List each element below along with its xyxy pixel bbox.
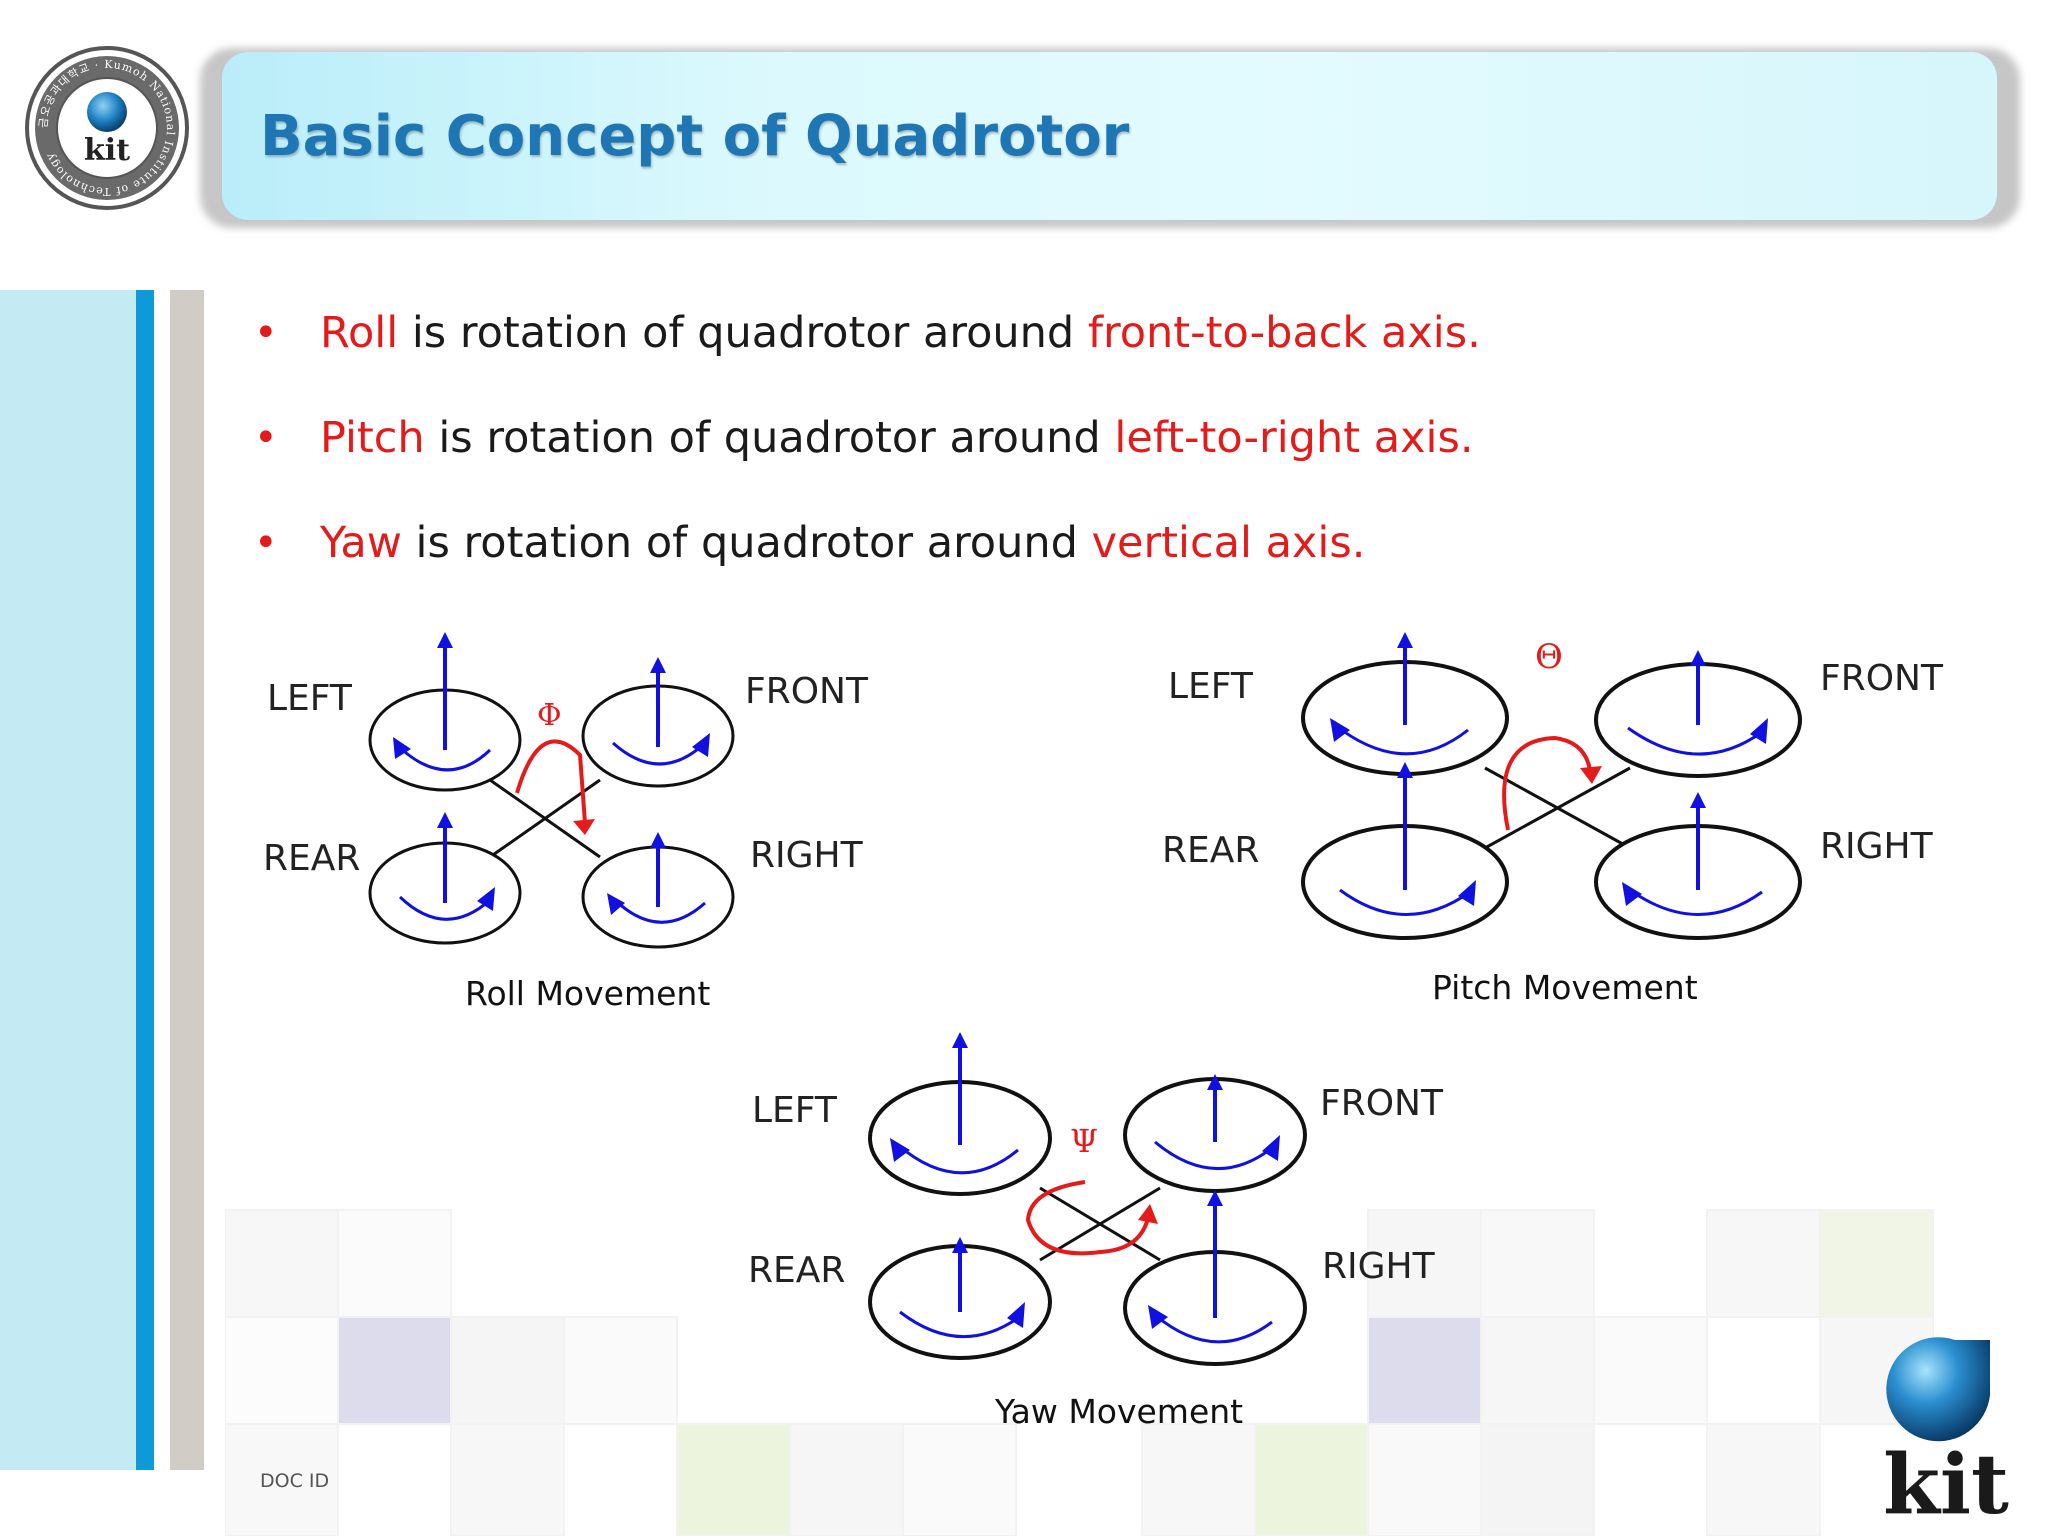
sidebar-light-stripe — [0, 290, 136, 1470]
roll-arrow — [515, 739, 587, 824]
rotor-rear — [868, 1237, 1052, 1360]
term-pitch: Pitch — [320, 413, 425, 463]
sidebar-grey-stripe — [170, 290, 204, 1470]
rotor-left — [368, 632, 522, 792]
label-left: LEFT — [1168, 666, 1254, 707]
bullet-text: is rotation of quadrotor around — [401, 518, 1092, 568]
axis-front-to-back: front-to-back axis. — [1087, 308, 1481, 358]
label-front: FRONT — [1320, 1083, 1444, 1124]
term-yaw: Yaw — [320, 518, 402, 568]
label-right: RIGHT — [750, 835, 864, 876]
title-banner — [222, 52, 1997, 220]
axis-left-to-right: left-to-right axis. — [1114, 413, 1474, 463]
bullet-dot: • — [254, 415, 278, 461]
bullet-dot: • — [254, 520, 278, 566]
rotor-right — [581, 832, 735, 949]
seal-kit-text: kit — [84, 133, 130, 168]
pitch-diagram: LEFT FRONT REAR RIGHT Θ — [1162, 632, 1944, 940]
yaw-diagram: LEFT FRONT REAR RIGHT Ψ — [748, 1032, 1444, 1366]
yaw-caption: Yaw Movement — [995, 1392, 1244, 1431]
label-left: LEFT — [267, 678, 353, 719]
bullet-pitch: • Pitch is rotation of quadrotor around l… — [250, 405, 1481, 510]
axis-vertical: vertical axis. — [1091, 518, 1366, 568]
bullet-dot: • — [254, 310, 278, 356]
rotor-front — [1594, 650, 1802, 778]
sidebar-blue-stripe — [136, 290, 154, 1470]
label-right: RIGHT — [1322, 1246, 1436, 1287]
rotor-left — [868, 1032, 1052, 1196]
rotor-left — [1301, 632, 1509, 776]
page-title: Basic Concept of Quadrotor — [260, 104, 1130, 169]
roll-symbol: Φ — [537, 698, 562, 733]
pitch-arrow — [1502, 735, 1592, 831]
term-roll: Roll — [320, 308, 399, 358]
bullet-yaw: • Yaw is rotation of quadrotor around ver… — [250, 510, 1481, 615]
label-right: RIGHT — [1820, 826, 1934, 867]
kit-logo-icon: kit — [1883, 1337, 2009, 1525]
doc-id: DOC ID — [260, 1470, 330, 1492]
roll-caption: Roll Movement — [465, 974, 711, 1013]
label-front: FRONT — [745, 671, 869, 712]
rotor-front — [581, 657, 735, 788]
yaw-symbol: Ψ — [1070, 1122, 1098, 1160]
label-rear: REAR — [1162, 830, 1259, 871]
bullet-roll: • Roll is rotation of quadrotor around fr… — [250, 300, 1481, 405]
rotor-rear — [1301, 762, 1509, 940]
yaw-arrow — [1025, 1180, 1150, 1256]
label-left: LEFT — [752, 1090, 838, 1131]
kit-seal-logo-icon: 금오공과대학교 · Kumoh National Institute of Te… — [25, 46, 189, 210]
label-rear: REAR — [263, 838, 360, 879]
bullet-list: • Roll is rotation of quadrotor around fr… — [250, 300, 1481, 615]
rotor-right — [1594, 792, 1802, 940]
frame-arm — [1039, 1186, 1161, 1262]
rotor-front — [1123, 1074, 1307, 1193]
bullet-text: is rotation of quadrotor around — [424, 413, 1115, 463]
frame-arm — [1484, 766, 1631, 850]
rotor-right — [1123, 1190, 1307, 1366]
bullet-text: is rotation of quadrotor around — [398, 308, 1088, 358]
label-front: FRONT — [1820, 658, 1944, 699]
kit-logo-text: kit — [1883, 1437, 2009, 1525]
roll-diagram: LEFT FRONT REAR RIGHT Φ — [263, 632, 869, 949]
pitch-symbol: Θ — [1535, 637, 1563, 677]
pitch-caption: Pitch Movement — [1432, 968, 1698, 1007]
rotor-rear — [368, 812, 522, 945]
label-rear: REAR — [748, 1250, 845, 1291]
